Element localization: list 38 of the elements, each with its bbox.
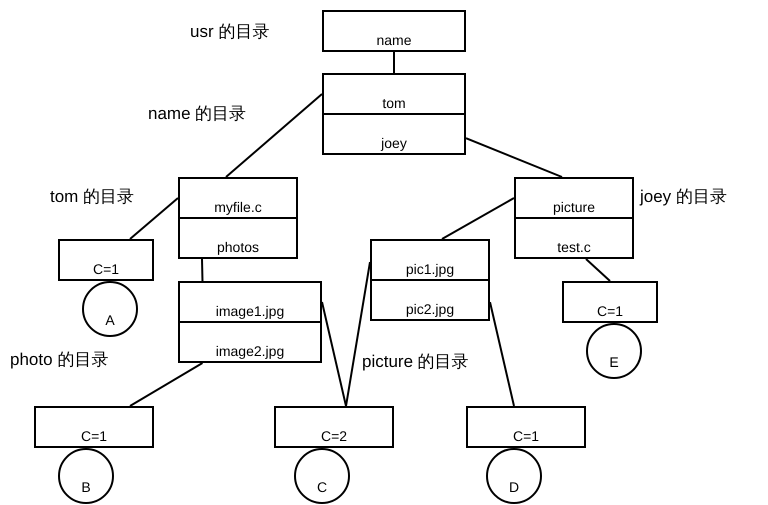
directory-cell: photos xyxy=(178,217,298,259)
connector-line xyxy=(321,302,347,406)
directory-label: tom 的目录 xyxy=(50,187,134,207)
directory-cell: myfile.c xyxy=(178,177,298,219)
circle-node: A xyxy=(82,281,138,337)
directory-cell: image2.jpg xyxy=(178,321,322,363)
directory-cell: picture xyxy=(514,177,634,219)
connector-line xyxy=(466,137,562,178)
directory-cell: C=1 xyxy=(58,239,154,281)
connector-line xyxy=(393,52,395,73)
directory-cell: name xyxy=(322,10,466,52)
directory-label: joey 的目录 xyxy=(640,187,727,207)
circle-node: D xyxy=(486,448,542,504)
directory-cell: C=1 xyxy=(562,281,658,323)
connector-line xyxy=(129,197,179,240)
directory-cell: tom xyxy=(322,73,466,115)
directory-cell: C=1 xyxy=(34,406,154,448)
circle-node: E xyxy=(586,323,642,379)
directory-cell: C=1 xyxy=(466,406,586,448)
directory-cell: C=2 xyxy=(274,406,394,448)
directory-cell: test.c xyxy=(514,217,634,259)
directory-label: photo 的目录 xyxy=(10,350,108,370)
connector-line xyxy=(442,197,514,240)
directory-cell: joey xyxy=(322,113,466,155)
directory-label: usr 的目录 xyxy=(190,22,270,42)
directory-label: picture 的目录 xyxy=(362,352,469,372)
directory-label: name 的目录 xyxy=(148,104,246,124)
directory-cell: pic1.jpg xyxy=(370,239,490,281)
directory-cell: image1.jpg xyxy=(178,281,322,323)
connector-line xyxy=(345,262,371,406)
directory-cell: pic2.jpg xyxy=(370,279,490,321)
connector-line xyxy=(129,362,203,407)
circle-node: C xyxy=(294,448,350,504)
circle-node: B xyxy=(58,448,114,504)
connector-line xyxy=(201,258,204,282)
connector-line xyxy=(225,93,323,178)
connector-line xyxy=(489,302,515,406)
connector-line xyxy=(585,258,611,282)
